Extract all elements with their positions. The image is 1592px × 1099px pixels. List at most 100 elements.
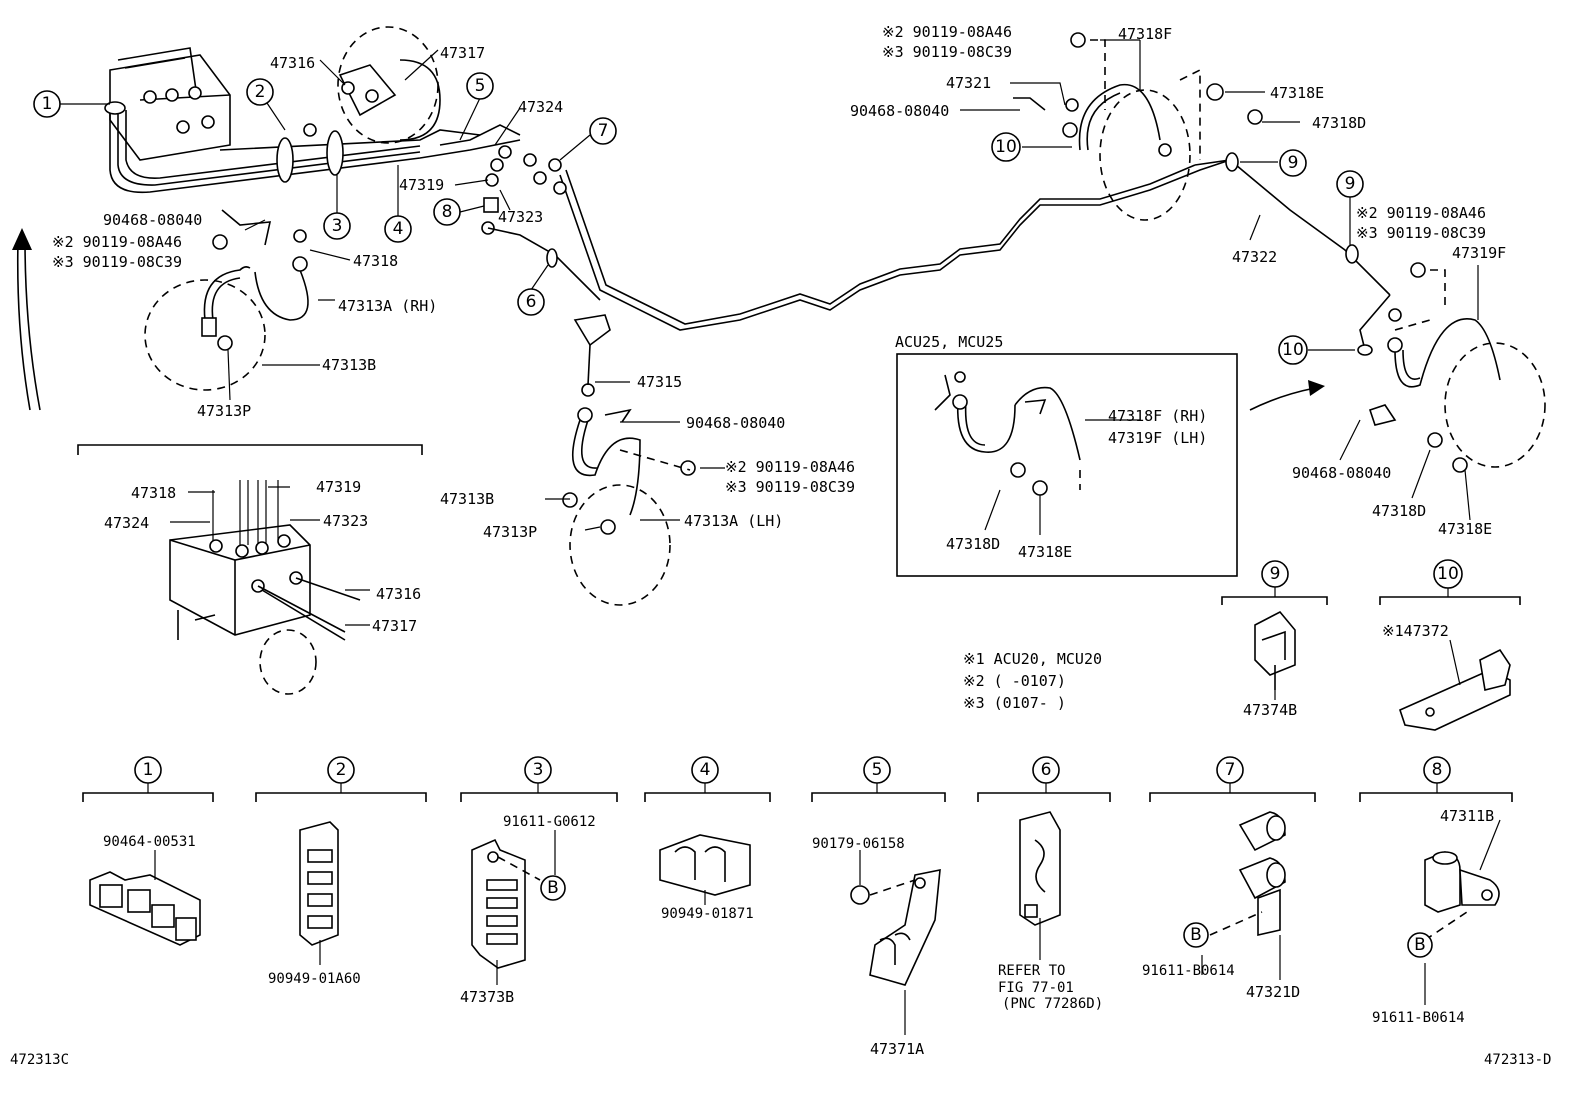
svg-text:B: B xyxy=(1190,925,1202,945)
svg-text:8: 8 xyxy=(442,202,453,222)
label-47324: 47324 xyxy=(518,98,563,116)
svg-text:B: B xyxy=(1414,935,1426,955)
svg-text:7: 7 xyxy=(1225,760,1236,780)
label-47318e: 47318E xyxy=(1270,84,1324,102)
callout-6-detail: 6 xyxy=(1032,756,1060,784)
svg-text:91611-B0614: 91611-B0614 xyxy=(1142,963,1235,979)
note-lh-2: ※2 90119-08A46 xyxy=(725,458,855,476)
label-47315: 47315 xyxy=(637,373,682,391)
svg-text:3: 3 xyxy=(332,216,343,236)
svg-text:9: 9 xyxy=(1288,153,1299,173)
svg-text:47323: 47323 xyxy=(323,512,368,530)
svg-text:1: 1 xyxy=(42,94,53,114)
svg-text:8: 8 xyxy=(1432,760,1443,780)
svg-text:4: 4 xyxy=(393,219,404,239)
callout-1-detail: 1 xyxy=(134,756,162,784)
svg-text:47318: 47318 xyxy=(131,484,176,502)
svg-text:47317: 47317 xyxy=(372,617,417,635)
callout-4: 4 xyxy=(384,215,412,243)
callout-7: 7 xyxy=(589,117,617,145)
label-90468-a: 90468-08040 xyxy=(103,211,202,229)
svg-text:10: 10 xyxy=(995,137,1017,157)
legend-2: ※2 ( -0107) xyxy=(963,672,1066,690)
joint-fittings xyxy=(439,124,601,301)
callout-b-8: B xyxy=(1407,932,1433,958)
callout-8-detail: 8 xyxy=(1423,756,1451,784)
detail-part-3-clamp xyxy=(471,838,541,969)
label-47319: 47319 xyxy=(399,176,444,194)
label-90468-c: 90468-08040 xyxy=(850,102,949,120)
note-labels: ※2 90119-08A46 ※3 90119-08C39 ※2 90119-0… xyxy=(52,23,1486,496)
callout-6: 6 xyxy=(517,288,545,316)
front-rh-hose xyxy=(144,209,309,391)
detail-part-7-clamp xyxy=(1209,811,1286,937)
label-47313p: 47313P xyxy=(197,402,251,420)
callout-3-detail: 3 xyxy=(524,756,552,784)
rear-lh-hose xyxy=(1357,262,1546,473)
callout-5: 5 xyxy=(466,72,494,100)
svg-text:FIG 77-01: FIG 77-01 xyxy=(998,980,1074,996)
svg-text:90464-00531: 90464-00531 xyxy=(103,834,196,850)
svg-text:47319: 47319 xyxy=(316,478,361,496)
master-cylinder-assembly xyxy=(109,26,441,161)
callout-9-right: 9 xyxy=(1336,170,1364,198)
callout-10-right: 10 xyxy=(1278,335,1308,365)
callout-10-detail: 10 xyxy=(1433,559,1463,589)
svg-text:5: 5 xyxy=(872,760,883,780)
figure-code-left: 472313C xyxy=(10,1052,69,1068)
svg-text:6: 6 xyxy=(1041,760,1052,780)
callout-7-detail: 7 xyxy=(1216,756,1244,784)
svg-text:47371A: 47371A xyxy=(870,1040,924,1058)
note-right-2: ※2 90119-08A46 xyxy=(1356,204,1486,222)
legend-3: ※3 (0107- ) xyxy=(963,694,1066,712)
rear-brake-line xyxy=(559,152,1391,351)
svg-text:47374B: 47374B xyxy=(1243,701,1297,719)
brake-line-bundle xyxy=(104,101,521,194)
svg-text:4: 4 xyxy=(700,760,711,780)
detail-part-1-clamp xyxy=(89,871,201,946)
svg-text:9: 9 xyxy=(1345,174,1356,194)
svg-text:10: 10 xyxy=(1437,564,1459,584)
acu-box-labels: ACU25, MCU25 47318F (RH) 47319F (LH) 473… xyxy=(895,333,1207,561)
callouts: 1 2 3 4 5 7 8 6 10 9 9 10 9 10 1 2 3 4 5… xyxy=(33,72,1463,958)
label-47318d-right: 47318D xyxy=(1372,502,1426,520)
svg-text:B: B xyxy=(547,878,559,898)
part-labels: 47317 47316 47324 47319 47323 90468-0804… xyxy=(103,25,1506,541)
callout-3: 3 xyxy=(323,212,351,240)
direction-arrows xyxy=(12,228,1325,411)
svg-text:5: 5 xyxy=(475,76,486,96)
label-47321: 47321 xyxy=(946,74,991,92)
svg-text:91611-B0614: 91611-B0614 xyxy=(1372,1010,1465,1026)
svg-text:47318F (RH): 47318F (RH) xyxy=(1108,407,1207,425)
callout-5-detail: 5 xyxy=(863,756,891,784)
svg-text:47318E: 47318E xyxy=(1018,543,1072,561)
detail-brackets xyxy=(82,596,1521,802)
label-47313a-rh: 47313A (RH) xyxy=(338,297,437,315)
front-lh-hose xyxy=(562,314,696,606)
rear-rh-hose xyxy=(1013,32,1263,221)
svg-text:47321D: 47321D xyxy=(1246,983,1300,1001)
detail-labels: 90464-00531 90949-01A60 91611-G0612 4737… xyxy=(103,622,1494,1058)
label-47319f: 47319F xyxy=(1452,244,1506,262)
callout-10-top: 10 xyxy=(991,132,1021,162)
svg-text:47319F (LH): 47319F (LH) xyxy=(1108,429,1207,447)
note-rh-2: ※2 90119-08A46 xyxy=(52,233,182,251)
detail-part-10-clip xyxy=(1399,648,1511,731)
svg-text:10: 10 xyxy=(1282,340,1304,360)
figure-codes: 472313C 472313-D xyxy=(10,1052,1551,1068)
svg-text:47318D: 47318D xyxy=(946,535,1000,553)
detail-part-8-clamp xyxy=(1424,851,1500,941)
label-47313b-lh: 47313B xyxy=(440,490,494,508)
callout-9-top: 9 xyxy=(1279,149,1307,177)
detail-part-6-clamp xyxy=(1019,811,1061,926)
label-47323: 47323 xyxy=(498,208,543,226)
detail-part-5-clamp xyxy=(850,869,941,986)
svg-text:90949-01871: 90949-01871 xyxy=(661,906,754,922)
svg-text:90179-06158: 90179-06158 xyxy=(812,836,905,852)
svg-text:(PNC 77286D): (PNC 77286D) xyxy=(1002,996,1103,1012)
svg-text:90949-01A60: 90949-01A60 xyxy=(268,971,361,987)
label-47318: 47318 xyxy=(353,252,398,270)
callout-2-detail: 2 xyxy=(327,756,355,784)
svg-text:1: 1 xyxy=(143,760,154,780)
